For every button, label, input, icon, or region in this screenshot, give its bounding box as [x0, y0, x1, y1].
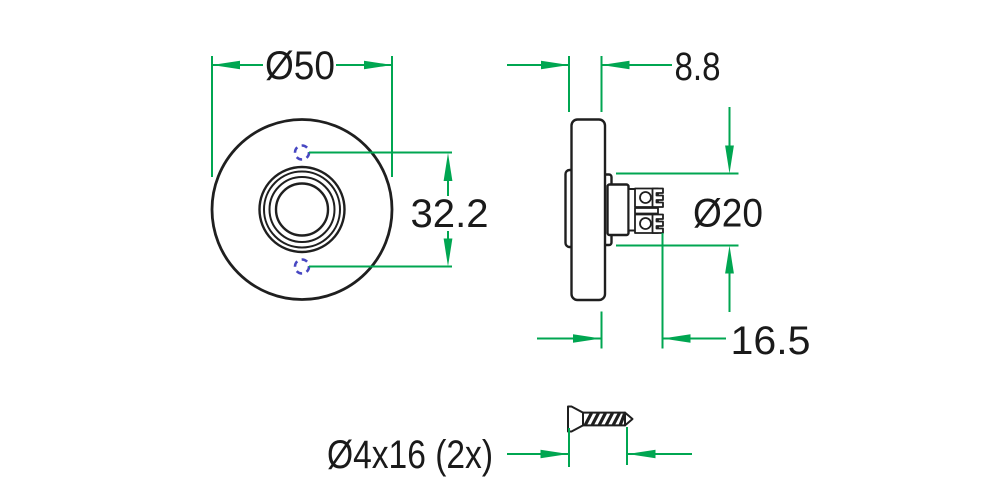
front-outer-rim	[210, 118, 394, 301]
terminal-divider	[634, 207, 659, 215]
front-diameter-label: Ø50	[265, 44, 335, 88]
back-diameter-label: Ø20	[693, 192, 763, 236]
hole-spacing-label: 32.2	[411, 192, 489, 236]
button-ring-mid	[263, 170, 341, 249]
mount-depth-label: 16.5	[731, 319, 811, 363]
dim-back-diameter: Ø20	[616, 107, 763, 312]
screw-threads	[583, 412, 626, 427]
terminal-screw-bottom	[639, 217, 652, 230]
button-ring-inner	[268, 176, 336, 243]
terminal-screw-top	[639, 191, 652, 204]
dim-hole-spacing: 32.2	[309, 151, 489, 268]
dim-screw-spec: Ø4x16 (2x)	[327, 427, 692, 477]
plate-thickness-label: 8.8	[675, 45, 721, 89]
terminal-clamp-top	[651, 187, 664, 208]
screw-spec-label: Ø4x16 (2x)	[327, 433, 493, 477]
face-plate-profile	[570, 118, 607, 302]
switch-body-profile	[606, 183, 630, 237]
button-ring-outer	[258, 165, 346, 254]
screw-tip	[624, 411, 634, 427]
button-face	[274, 182, 330, 237]
terminal-block	[634, 187, 664, 234]
screw-icon	[567, 405, 634, 433]
side-view	[564, 118, 664, 302]
dim-front-diameter: Ø50	[211, 44, 393, 177]
terminal-clamp-bottom	[651, 213, 664, 234]
front-view	[210, 118, 394, 301]
dim-mount-depth: 16.5	[537, 233, 811, 363]
dim-plate-thickness: 8.8	[507, 45, 721, 112]
